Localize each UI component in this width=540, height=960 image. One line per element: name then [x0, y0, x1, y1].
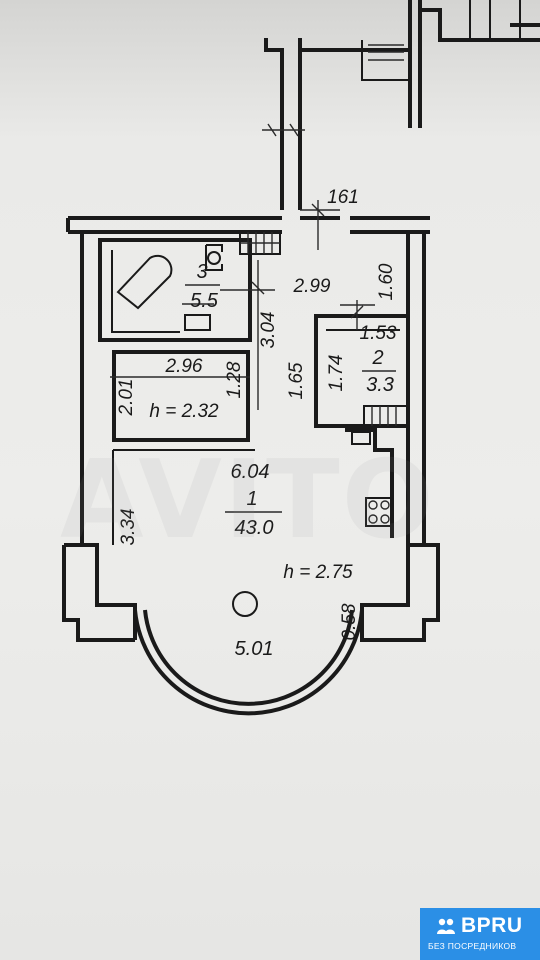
- badge-tagline: БЕЗ ПОСРЕДНИКОВ: [428, 941, 517, 951]
- closet-side-dim: 1.74: [326, 355, 347, 392]
- brand-badge[interactable]: BPRU БЕЗ ПОСРЕДНИКОВ: [420, 908, 540, 960]
- storage-side-dim: 1.28: [224, 361, 245, 398]
- corridor-dimension-mark: [300, 200, 340, 250]
- storage-room: [110, 350, 250, 442]
- closet: [314, 300, 410, 428]
- corridor-width-label: 161: [327, 187, 359, 208]
- kitchen-niche: [112, 428, 394, 617]
- main-height-label: h = 2.75: [283, 562, 353, 583]
- main-right-dim: 0.58: [339, 603, 360, 640]
- storage-width-dim: 2.96: [165, 356, 203, 377]
- badge-brand-text: BPRU: [461, 914, 523, 937]
- closet-vent-grille-icon: [363, 405, 409, 427]
- storage-height-label: h = 2.32: [149, 401, 219, 422]
- hall-length-dim: 3.04: [258, 312, 279, 349]
- closet-height-dim: 1.60: [376, 263, 397, 300]
- toilet-icon: [207, 251, 221, 265]
- storage-depth-dim: 2.01: [116, 379, 137, 417]
- main-arc-dim: 5.01: [235, 638, 274, 660]
- corridor-walls: [262, 0, 540, 210]
- main-area-label: 43.0: [235, 517, 274, 539]
- main-left-dim: 3.34: [118, 509, 139, 546]
- bath-number-label: 3: [196, 261, 207, 283]
- closet-area-label: 3.3: [366, 374, 394, 396]
- main-number-label: 1: [246, 488, 257, 510]
- bathroom: [98, 231, 281, 410]
- sink-kitchen-icon: [351, 431, 371, 445]
- stove-icon: [365, 497, 393, 527]
- people-icon: [437, 918, 455, 934]
- closet-number-label: 2: [371, 347, 383, 369]
- ceiling-light-icon: [232, 591, 258, 617]
- bath-width-dim: 2.99: [293, 276, 331, 297]
- bath-area-label: 5.5: [190, 290, 219, 312]
- main-width-dim: 6.04: [231, 461, 270, 483]
- sink-icon: [184, 314, 211, 331]
- passage-dim: 1.65: [286, 362, 307, 399]
- closet-width-dim: 1.53: [360, 323, 397, 344]
